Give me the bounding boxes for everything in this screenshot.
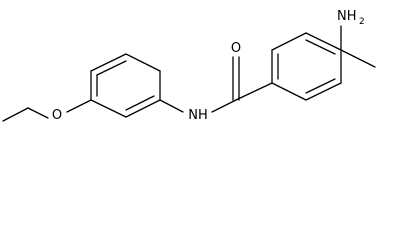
toluene-ring-bond-4 [305, 32, 342, 51]
aniline-n-bond [159, 99, 184, 113]
structure-canvas: O O NH NH 2 [2, 9, 376, 123]
chemical-structure-diagram: O O NH NH 2 [2, 9, 376, 123]
aniline-ring-bond-5 [125, 99, 161, 118]
amide-nh-label: NH [188, 108, 208, 123]
ether-o-ring-bond [66, 99, 92, 113]
amide-n-c-bond [211, 99, 237, 113]
toluene-ring-bond-1 [271, 82, 307, 101]
toluene-ring-double-b [305, 78, 336, 94]
aniline-ring-double-a [96, 60, 127, 76]
methyl-bond [340, 49, 376, 68]
amino-subscript-label: 2 [359, 17, 365, 27]
amino-nh-label: NH [337, 9, 357, 24]
ether-oxygen-label: O [52, 108, 62, 123]
bonds [2, 25, 376, 122]
aniline-ring-bond-2 [90, 53, 127, 72]
ether-ethyl-ch3-bond [2, 107, 29, 122]
carbonyl-oxygen-label: O [231, 41, 241, 56]
toluene-ring-bond-2 [305, 82, 342, 101]
amide-ring-bond [235, 82, 273, 101]
aniline-ring-double-b [125, 95, 155, 111]
aniline-ring-bond-6 [90, 99, 127, 118]
atom-labels: O O NH NH 2 [52, 9, 365, 123]
toluene-ring-bond-5 [271, 32, 307, 51]
aniline-ring-bond-3 [125, 53, 161, 72]
toluene-ring-double-c [305, 39, 336, 55]
ether-ethyl-ch2-bond [27, 107, 49, 119]
